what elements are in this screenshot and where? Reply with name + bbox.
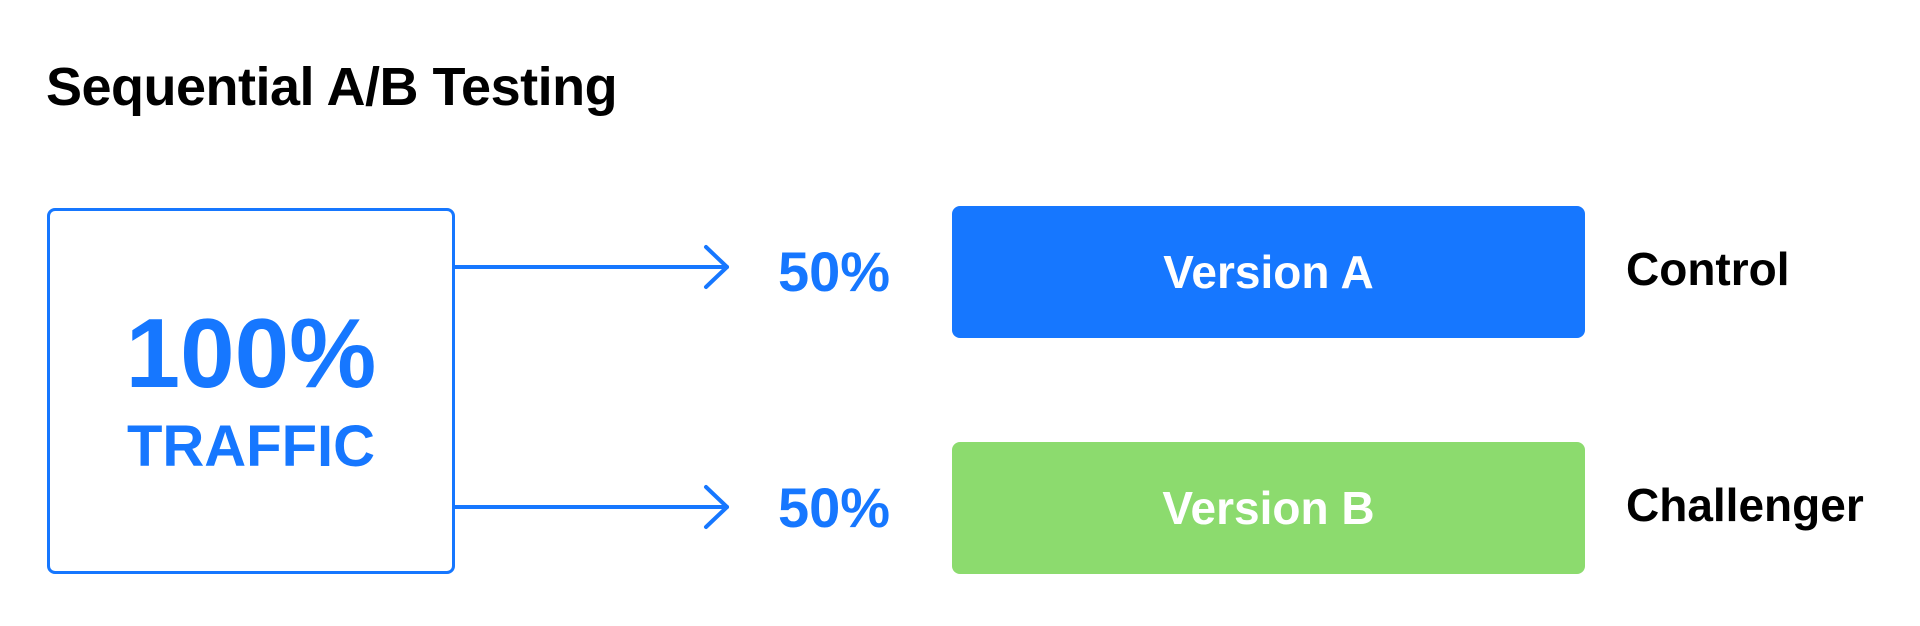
version-a-label: Version A (1163, 246, 1374, 298)
version-b-box: Version B (952, 442, 1585, 574)
arrow-to-version-a (453, 245, 729, 289)
version-b-label: Version B (1162, 482, 1375, 534)
role-label-control: Control (1626, 243, 1790, 295)
role-label-challenger: Challenger (1626, 479, 1864, 531)
arrow-a-head (704, 245, 729, 289)
traffic-label: TRAFFIC (126, 414, 376, 479)
traffic-box: 100% TRAFFIC (47, 208, 455, 574)
arrow-to-version-b (453, 485, 729, 529)
page-title: Sequential A/B Testing (46, 57, 618, 117)
split-percent-a: 50% (778, 240, 891, 303)
arrow-b-head (704, 485, 729, 529)
split-percent-b: 50% (778, 476, 891, 539)
traffic-percent: 100% (125, 298, 377, 408)
version-a-box: Version A (952, 206, 1585, 338)
